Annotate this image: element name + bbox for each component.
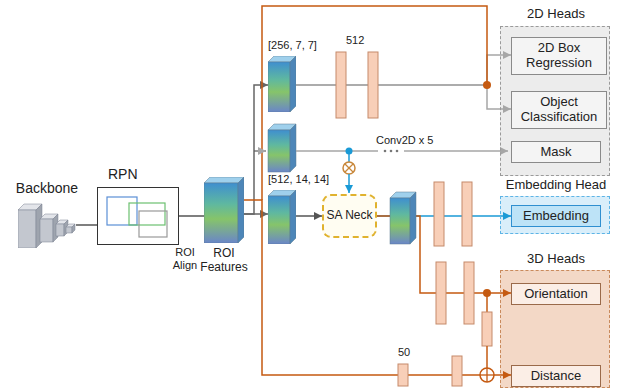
heads-panel: 2D Heads2D Box RegressionObject Classifi… (500, 26, 610, 176)
cube-front (56, 224, 64, 236)
cube-graphic (204, 177, 244, 243)
cube-side (238, 177, 244, 243)
head-box: Object Classification (511, 91, 607, 129)
rpn-graphic (97, 187, 179, 245)
cube-front (18, 210, 36, 248)
feature-map: [256, 7, 7] (268, 56, 296, 112)
orange-skip-line (262, 6, 491, 200)
top-fc-layers (336, 52, 378, 118)
head-box: 2D Box Regression (511, 37, 607, 75)
node-heading: ROI Features (198, 247, 250, 275)
node-heading: Backbone (4, 180, 90, 196)
layer-annotation: Conv2D x 5 (376, 134, 433, 147)
node-heading: [256, 7, 7] (268, 39, 348, 52)
mask-feature-map (254, 124, 296, 172)
node-label: Embedding (523, 209, 589, 224)
panel-fill (500, 270, 610, 388)
cube-top (204, 177, 244, 183)
connector (244, 213, 268, 215)
head-box: Mask (511, 141, 601, 163)
heads-panel: 3D HeadsOrientationDistance (500, 270, 610, 388)
node-label: Object Classification (512, 95, 606, 125)
heads-panel: Embedding HeadEmbedding (500, 196, 610, 234)
attention-branch (343, 148, 355, 194)
proposal-box (107, 197, 137, 225)
node-heading: 2D Heads (501, 7, 611, 22)
cube-graphic (268, 56, 296, 112)
backbone-graphic (18, 202, 76, 248)
node-label: Mask (540, 145, 571, 160)
cube-side (72, 224, 75, 233)
cube-side (290, 190, 296, 244)
distance-fc-layers (398, 356, 494, 386)
cube-side (290, 56, 296, 112)
layer-annotation: 512 (346, 34, 364, 47)
feature-map: ROI Features (204, 177, 244, 243)
proposal-box (139, 211, 167, 237)
node-label: Orientation (524, 287, 588, 302)
neck-output-feature-map (390, 192, 416, 244)
cube-front (66, 227, 72, 233)
connector (296, 85, 511, 109)
head-box: Embedding (511, 205, 601, 227)
connector (244, 85, 268, 214)
node-heading: RPN (108, 166, 168, 182)
rpn-box: RPN (97, 187, 179, 245)
node-label: SA Neck (326, 209, 372, 223)
layer-annotation: 50 (398, 346, 410, 359)
proposal-box (129, 203, 165, 225)
connector (179, 215, 204, 217)
mask-conv-line (296, 150, 508, 153)
cube-front (40, 219, 53, 242)
connector (296, 55, 511, 85)
cube-front (268, 196, 290, 244)
cube-front (204, 183, 238, 243)
node-heading: [512, 14, 14] (268, 173, 348, 186)
panel-fill (500, 26, 610, 176)
head-box: Distance (511, 365, 601, 387)
feature-map: [512, 14, 14] (268, 190, 296, 244)
head-box: Orientation (511, 283, 601, 305)
connector (76, 224, 97, 226)
layer-annotation: ROI Align (168, 246, 202, 271)
node-label: Distance (531, 369, 582, 384)
connector (296, 215, 322, 217)
backbone-illustration: Backbone (18, 202, 76, 248)
node-heading: Embedding Head (501, 178, 611, 193)
sa-neck: SA Neck (322, 194, 377, 238)
panel-fill (500, 196, 610, 234)
embedding-fc-layers (434, 182, 472, 246)
node-heading: 3D Heads (501, 252, 611, 267)
orientation-fc-layers (436, 262, 492, 368)
cube-front (268, 62, 290, 112)
cube-graphic (268, 190, 296, 244)
node-label: 2D Box Regression (512, 41, 606, 71)
